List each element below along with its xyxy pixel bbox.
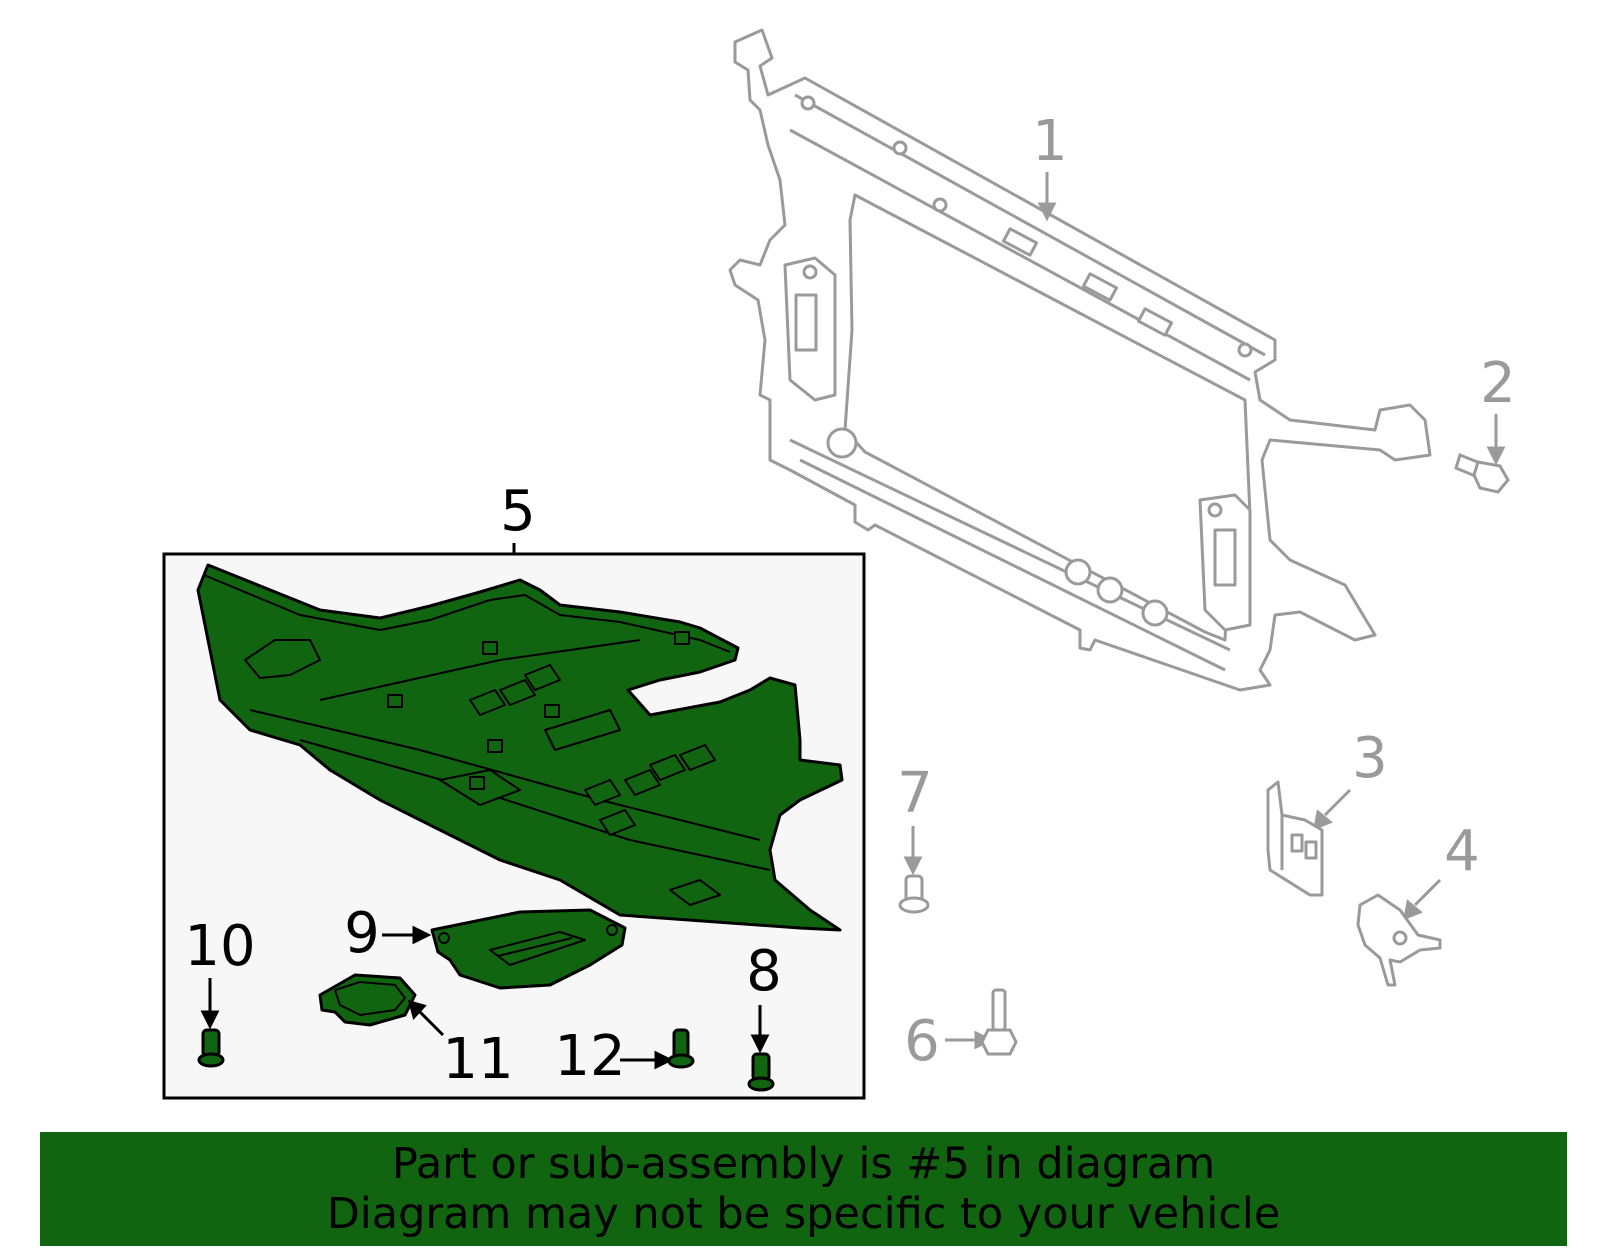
- clip-part-7: [898, 874, 930, 914]
- callout-8-arrow: [750, 1005, 770, 1054]
- bolt-part-6: [980, 988, 1018, 1056]
- callout-5: 5: [500, 479, 536, 544]
- callout-3: 3: [1352, 726, 1388, 791]
- radiator-support-part: [728, 28, 1432, 692]
- clip-part-10: [197, 1028, 225, 1068]
- callout-12: 12: [554, 1024, 625, 1089]
- callout-9-arrow: [382, 925, 432, 945]
- callout-2: 2: [1480, 351, 1516, 416]
- callout-4: 4: [1444, 819, 1480, 884]
- notice-banner: Part or sub-assembly is #5 in diagram Di…: [40, 1132, 1567, 1246]
- under-cover-part-5: [196, 563, 844, 932]
- clip-part-12: [667, 1028, 695, 1069]
- callout-11-arrow: [407, 999, 445, 1037]
- callout-3-arrow: [1313, 788, 1352, 831]
- callout-10: 10: [184, 914, 255, 979]
- callout-2-arrow: [1486, 414, 1506, 466]
- banner-line-2: Diagram may not be specific to your vehi…: [326, 1189, 1281, 1239]
- callout-8: 8: [746, 939, 782, 1004]
- bracket-part-3: [1266, 780, 1324, 897]
- cover-part-9: [430, 908, 627, 990]
- callout-11: 11: [442, 1027, 513, 1092]
- callout-7: 7: [897, 761, 933, 826]
- callout-6: 6: [904, 1009, 940, 1074]
- bracket-part-4: [1356, 893, 1442, 987]
- callout-1: 1: [1032, 109, 1068, 174]
- callout-7-arrow: [903, 826, 923, 876]
- bolt-part-2: [1454, 453, 1510, 494]
- callout-9: 9: [344, 901, 380, 966]
- banner-line-1: Part or sub-assembly is #5 in diagram: [391, 1139, 1216, 1189]
- clip-part-8: [747, 1052, 775, 1092]
- callout-1-arrow: [1037, 172, 1057, 222]
- callout-12-arrow: [620, 1050, 674, 1070]
- cover-part-11: [318, 973, 417, 1027]
- callout-10-arrow: [200, 978, 220, 1030]
- callout-4-arrow: [1403, 878, 1442, 921]
